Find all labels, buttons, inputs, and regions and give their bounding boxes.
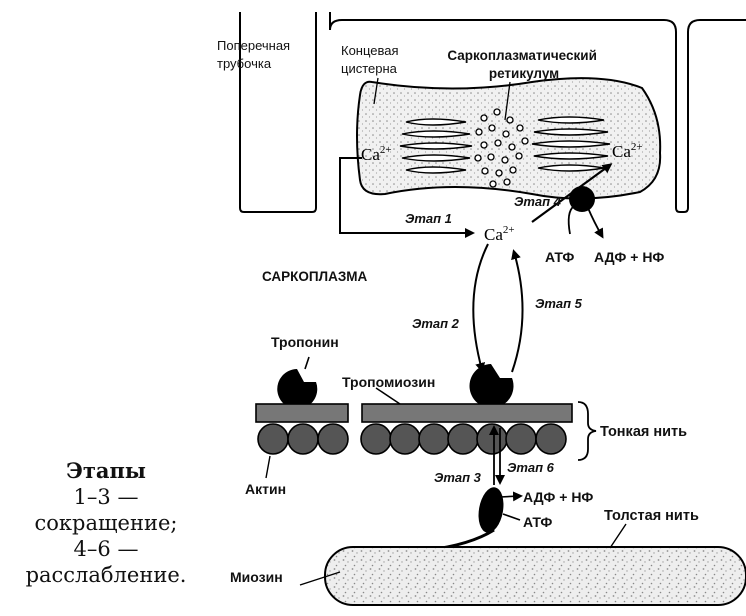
actin-left: [258, 424, 348, 454]
stages-legend: Этапы 1–3 — сокращение; 4–6 — расслаблен…: [0, 458, 212, 588]
atp-label-top: АТФ: [545, 249, 574, 265]
thin-filament-label: Тонкая нить: [600, 424, 687, 440]
troponin-complex-left: [277, 357, 317, 409]
adp-release-arrow: [500, 496, 520, 497]
thick-filament-label: Толстая нить: [604, 508, 699, 524]
stage5-label: Этап 5: [535, 296, 583, 311]
step5-arrow: [512, 252, 523, 372]
legend-line: 4–6 —: [0, 536, 212, 562]
actin-label: Актин: [245, 481, 286, 497]
adp-outflow-arrow: [588, 208, 602, 236]
legend-line: сокращение;: [0, 510, 212, 536]
terminal-cistern-label: Концевая цистерна: [341, 43, 402, 76]
troponin-label: Тропонин: [271, 334, 339, 350]
ca-in-sarcoplasm: Ca2+: [484, 224, 515, 244]
thick-filament-leader: [610, 524, 626, 548]
atp-label-bottom: АТФ: [523, 514, 552, 530]
tropomyosin-right: [362, 404, 572, 422]
stage3-label: Этап 3: [434, 470, 482, 485]
sr-label: Саркоплазматический ретикулум: [447, 48, 600, 81]
thick-filament: [325, 547, 746, 605]
actin-leader: [266, 456, 270, 478]
step2-arrow: [473, 244, 488, 370]
myosin-head: [475, 485, 507, 534]
t-tubule-label: Поперечная трубочка: [217, 38, 294, 71]
atp-binding-line: [503, 514, 520, 520]
thin-filament-brace: [578, 402, 596, 460]
adp-pi-label-top: АДФ + НФ: [594, 249, 664, 265]
troponin-complex-right: [470, 364, 514, 408]
tropomyosin-label: Тропомиозин: [342, 374, 435, 390]
legend-title: Этапы: [0, 458, 212, 484]
tropomyosin-left: [256, 404, 348, 422]
adp-pi-label-bottom: АДФ + НФ: [523, 489, 593, 505]
legend-line: 1–3 —: [0, 484, 212, 510]
actin-right: [361, 424, 566, 454]
stage6-label: Этап 6: [507, 460, 555, 475]
sarcoplasm-label: САРКОПЛАЗМА: [262, 269, 368, 284]
legend-line: расслабление.: [0, 562, 212, 588]
stage2-label: Этап 2: [412, 316, 460, 331]
stage1-label: Этап 1: [405, 211, 452, 226]
myosin-label: Миозин: [230, 569, 283, 585]
stage4-label: Этап 4: [514, 194, 562, 209]
atp-inflow-curve: [569, 206, 574, 234]
tropomyosin-leader: [376, 388, 400, 404]
